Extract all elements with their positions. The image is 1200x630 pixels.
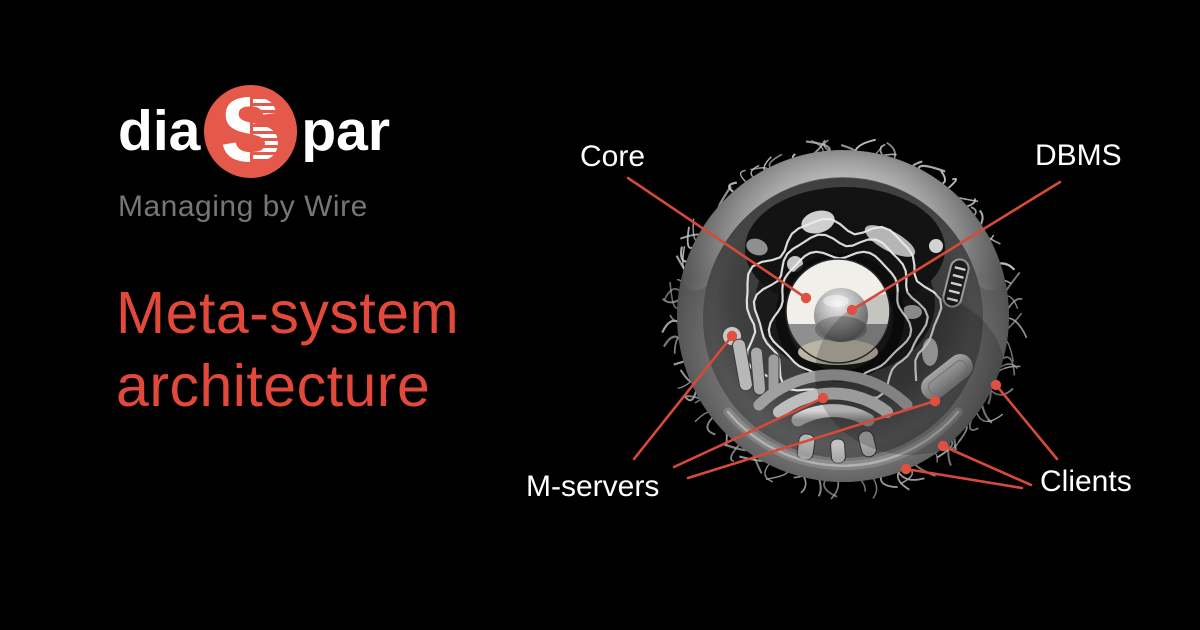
page-title-line1: Meta-system: [116, 280, 460, 346]
logo: dia S par: [118, 85, 390, 178]
logo-circle-mark: S: [204, 85, 298, 178]
logo-scanline-stripes: [250, 85, 298, 178]
cell-illustration: [661, 138, 1028, 500]
label-dbms: DBMS: [1035, 139, 1122, 172]
page-title: Meta-system architecture: [116, 277, 459, 423]
cilium-hair: [1004, 271, 1021, 293]
cilium-hair: [730, 442, 742, 463]
cilium-hair: [725, 432, 728, 447]
cilium-hair: [686, 226, 694, 249]
cilium-hair: [870, 475, 878, 499]
label-m-servers: M-servers: [526, 470, 660, 503]
label-clients: Clients: [1040, 465, 1132, 498]
cilium-hair: [913, 462, 936, 477]
brand-tagline: Managing by Wire: [118, 190, 368, 223]
logo-word-dia: dia: [118, 99, 201, 163]
logo-center-split: [249, 85, 253, 178]
page-title-line2: architecture: [116, 353, 431, 419]
shade-lower-right: [815, 291, 1005, 455]
label-core: Core: [580, 140, 646, 173]
cilium-hair: [999, 363, 1018, 370]
cilium-hair: [879, 475, 898, 489]
logo-word-par: par: [301, 99, 391, 163]
